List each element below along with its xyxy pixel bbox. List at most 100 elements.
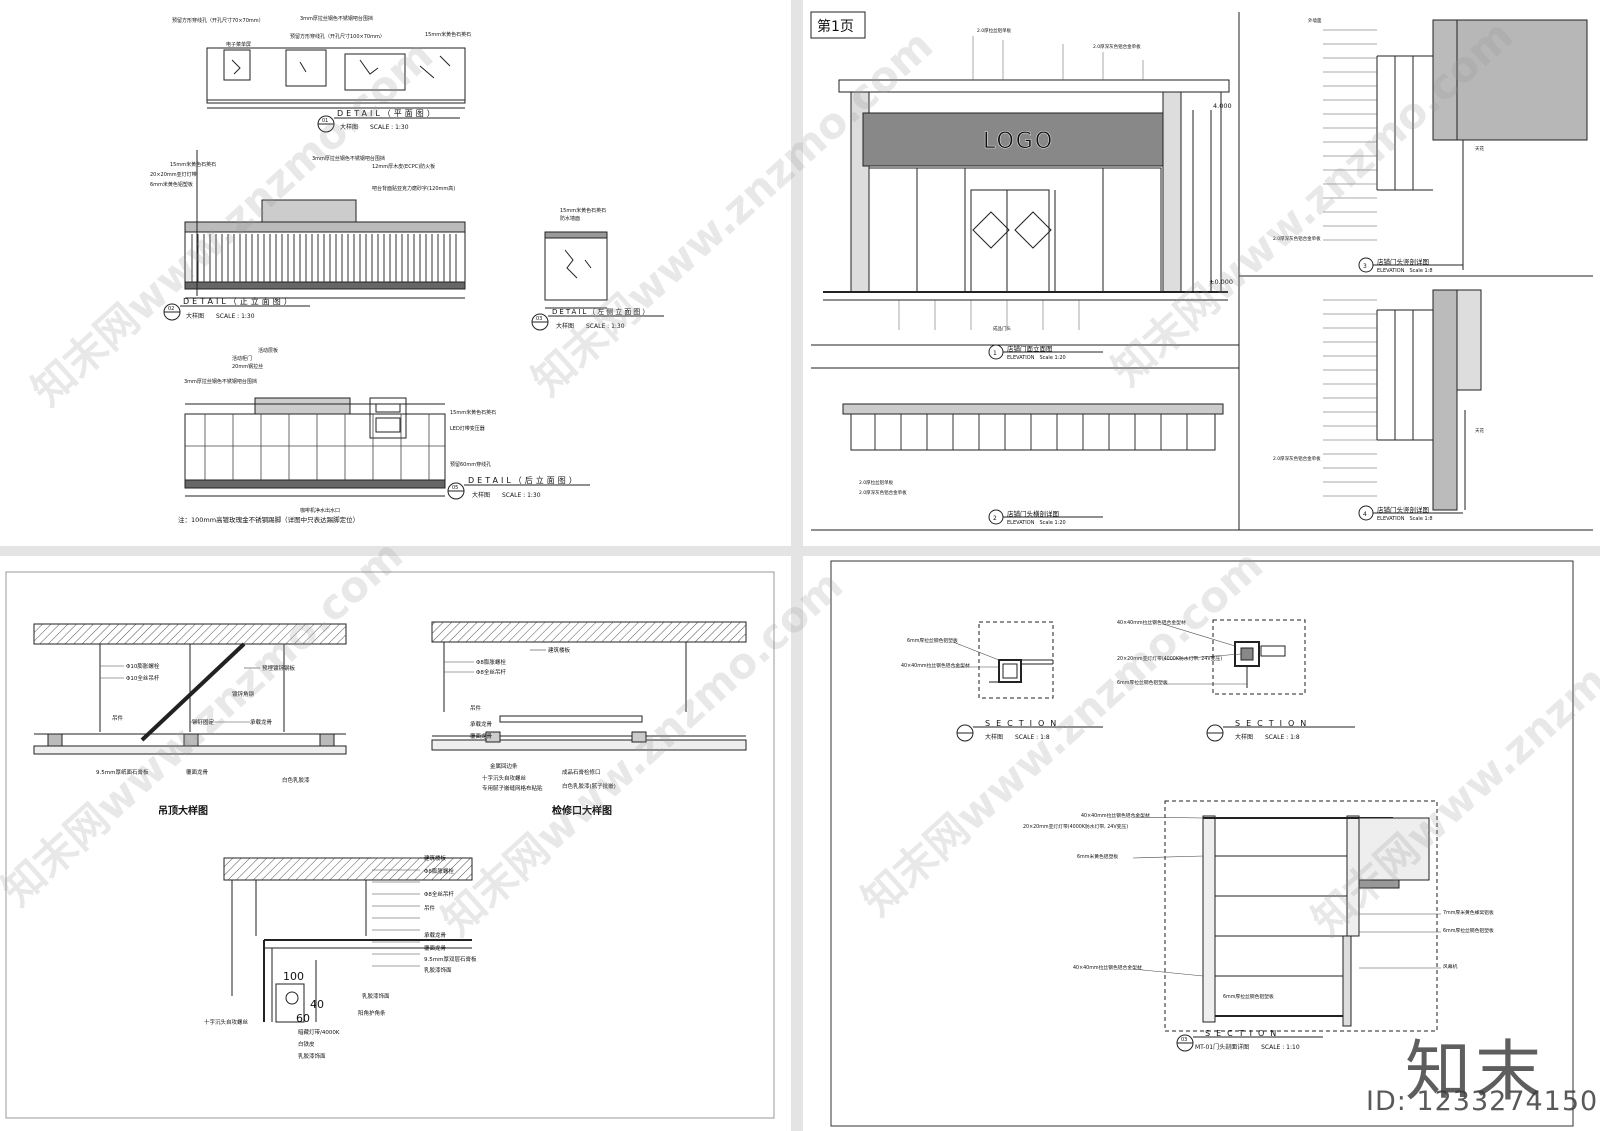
- sec2-label: 40×40mm拉丝钢色铝合金型材: [1117, 619, 1186, 626]
- logo-text: LOGO: [983, 129, 1054, 154]
- leader-line: [1132, 816, 1204, 819]
- front-title: DETAIL（正立面图）: [183, 296, 295, 306]
- cove-label: 乳胶漆饰面: [424, 966, 452, 974]
- vert2-number: 4: [1363, 511, 1367, 518]
- access-label: 专用腻子嵌缝网格布粘贴: [482, 784, 543, 792]
- sec1-label: 6mm厚拉丝钢色铝塑板: [907, 637, 958, 644]
- cove-label: 乳胶漆饰面: [362, 992, 390, 1000]
- access-label: 成品石膏检修口: [562, 768, 601, 776]
- storefront-drawing: 第1页 LOGO 4.000 ±0.000 店铺门面立面图 ELEVATION …: [810, 11, 1593, 531]
- access-label: Φ8膨胀螺栓: [476, 658, 506, 666]
- panel-ceiling-details: 吊顶大样图 检修口大样图 100 40 60 Φ10膨胀螺栓 Φ10全丝吊杆 吊…: [0, 556, 791, 1131]
- panel-storefront-details: 第1页 LOGO 4.000 ±0.000 店铺门面立面图 ELEVATION …: [803, 0, 1600, 546]
- sec3-number: 03: [1181, 1037, 1187, 1043]
- callout: 外墙面: [1308, 17, 1322, 24]
- leader-line: [1162, 623, 1236, 647]
- callout: 2.0厚拉丝铝单板: [859, 479, 894, 486]
- front-number: 02: [168, 306, 174, 312]
- plan-note: 电子菜单屏: [226, 41, 251, 48]
- ceiling-label: 白色乳胶漆: [282, 776, 310, 784]
- ceiling-label: 吊件: [112, 714, 124, 722]
- cove-label: 承载龙骨: [424, 931, 447, 939]
- ceiling-label: 预埋镀锌钢板: [262, 664, 296, 672]
- vert1-title: 店铺门头竖剖详图: [1377, 257, 1429, 266]
- back-number: 05: [452, 485, 458, 491]
- cove-label: Φ8全丝吊杆: [424, 890, 454, 898]
- cove-label: 十字沉头自攻螺丝: [204, 1018, 249, 1026]
- sec3-scale: MT-01门头剖面详图 SCALE : 1:10: [1195, 1043, 1300, 1051]
- ceiling-label: 镀锌角钢: [232, 690, 255, 698]
- ceiling-label: 铆钉固定: [192, 718, 215, 726]
- sec3-title: SECTION: [1205, 1029, 1282, 1038]
- elevation-title: 店铺门面立面图: [1007, 344, 1053, 353]
- access-label: 承载龙骨: [470, 720, 493, 728]
- id-label: ID: 1233274150: [1366, 1086, 1599, 1117]
- callout: 2.0厚深灰色铝合金单板: [1093, 43, 1141, 50]
- page-label-box: [810, 11, 866, 39]
- front-note: 12mm厚木皮(ECPC)防火板: [372, 163, 435, 170]
- sec2-title: SECTION: [1235, 719, 1312, 728]
- cove-label: 白铁皮: [298, 1040, 315, 1048]
- side-note: 15mm米黄色石英石: [560, 207, 606, 214]
- cove-label: 吊件: [424, 904, 436, 912]
- side-note: 防水墙面: [560, 215, 580, 222]
- ceiling-drawing: 吊顶大样图 检修口大样图 100 40 60 Φ10膨胀螺栓 Φ10全丝吊杆 吊…: [5, 571, 775, 1119]
- cove-dim: 60: [296, 1012, 310, 1025]
- back-note: 预留60mm穿线孔: [450, 461, 491, 468]
- leader-line: [1132, 855, 1204, 859]
- ceiling-label: 承载龙骨: [250, 718, 273, 726]
- footnote: 注：100mm高镀玫瑰金不锈钢踢脚（详图中只表达踢脚定位）: [178, 515, 359, 524]
- plan-scale: 大样图 SCALE : 1:30: [340, 123, 409, 131]
- ceiling-title: 吊顶大样图: [158, 804, 208, 817]
- access-label: 建筑楼板: [548, 646, 571, 654]
- access-label: 十字沉头自攻螺丝: [482, 774, 527, 782]
- cove-label: 暗藏灯带/4000K: [298, 1028, 340, 1036]
- ceiling-label: 9.5mm厚纸面石膏板: [96, 768, 149, 776]
- panel-section-details: SECTION 大样图 SCALE : 1:8 SECTION 大样图 SCAL…: [803, 556, 1600, 1131]
- plan-number: 01: [322, 118, 328, 124]
- plan-note: 预留方形穿线孔（开孔尺寸100×70mm）: [290, 33, 385, 40]
- front-note: 6mm米黄色铝塑板: [150, 181, 193, 188]
- callout: 成品门头: [993, 325, 1011, 332]
- back-note: 活动层板: [258, 347, 278, 354]
- elevation-caption: ELEVATION Scale 1:20: [1007, 355, 1066, 361]
- back-scale: 大样图 SCALE : 1:30: [472, 491, 541, 499]
- callout: 天花: [1475, 145, 1484, 152]
- cross-number: 2: [993, 515, 997, 522]
- section-drawing: SECTION 大样图 SCALE : 1:8 SECTION 大样图 SCAL…: [830, 560, 1574, 1127]
- plan-note: 预留方形穿线孔（开孔尺寸70×70mm）: [172, 17, 264, 24]
- sec3-label: 6mm厚拉丝钢色铝塑板: [1223, 993, 1274, 1000]
- sec2-label: 6mm厚拉丝钢色铝塑板: [1117, 679, 1168, 686]
- access-label: 白色乳胶漆(腻子批嵌): [562, 782, 616, 790]
- plan-note: 3mm厚拉丝钢色不锈钢吧台围挡: [300, 15, 373, 22]
- access-title: 检修口大样图: [552, 804, 612, 817]
- front-note: 3mm厚拉丝钢色不锈钢吧台围挡: [312, 155, 385, 162]
- sec3-label: 6mm米黄色铝塑板: [1077, 853, 1118, 860]
- cove-label: 9.5mm厚双层石膏板: [424, 955, 477, 963]
- back-title: DETAIL（后立面图）: [468, 475, 580, 485]
- cove-dim: 40: [310, 998, 324, 1011]
- sec1-scale: 大样图 SCALE : 1:8: [985, 733, 1050, 741]
- bar-counter-drawing: DETAIL（平面图） 大样图 SCALE : 1:30 01 DETAIL（正…: [150, 15, 664, 524]
- front-note: 吧台背面贴亚克力磨砂字(120mm高): [372, 185, 455, 192]
- cove-label: 乳胶漆饰面: [298, 1052, 326, 1060]
- sec3-label: 7mm厚米黄色蜂窝铝板: [1443, 909, 1494, 916]
- callout: 2.0厚深灰色铝合金单板: [859, 489, 907, 496]
- access-label: 金属回边条: [490, 762, 518, 770]
- cove-label: 阳角护角条: [358, 1009, 386, 1017]
- elevation-number: 1: [993, 350, 997, 357]
- cove-label: 建筑楼板: [424, 854, 447, 862]
- ceiling-label: 覆面龙骨: [186, 768, 209, 776]
- access-label: Φ8全丝吊杆: [476, 668, 506, 676]
- sec3-label: 风幕机: [1443, 963, 1458, 970]
- back-note: 3mm厚拉丝钢色不锈钢吧台围挡: [184, 378, 257, 385]
- sec1-title: SECTION: [985, 719, 1062, 728]
- callout: 2.0厚深灰色铝合金单板: [1273, 235, 1321, 242]
- side-number: 03: [536, 316, 542, 322]
- cross-title: 店铺门头横剖详图: [1007, 509, 1059, 518]
- page-label: 第1页: [817, 18, 854, 35]
- cross-caption: ELEVATION Scale 1:20: [1007, 520, 1066, 526]
- vert1-number: 3: [1363, 263, 1367, 270]
- front-note: 20×20mm亚灯灯带: [150, 171, 197, 178]
- callout: 2.0厚拉丝铝单板: [977, 27, 1012, 34]
